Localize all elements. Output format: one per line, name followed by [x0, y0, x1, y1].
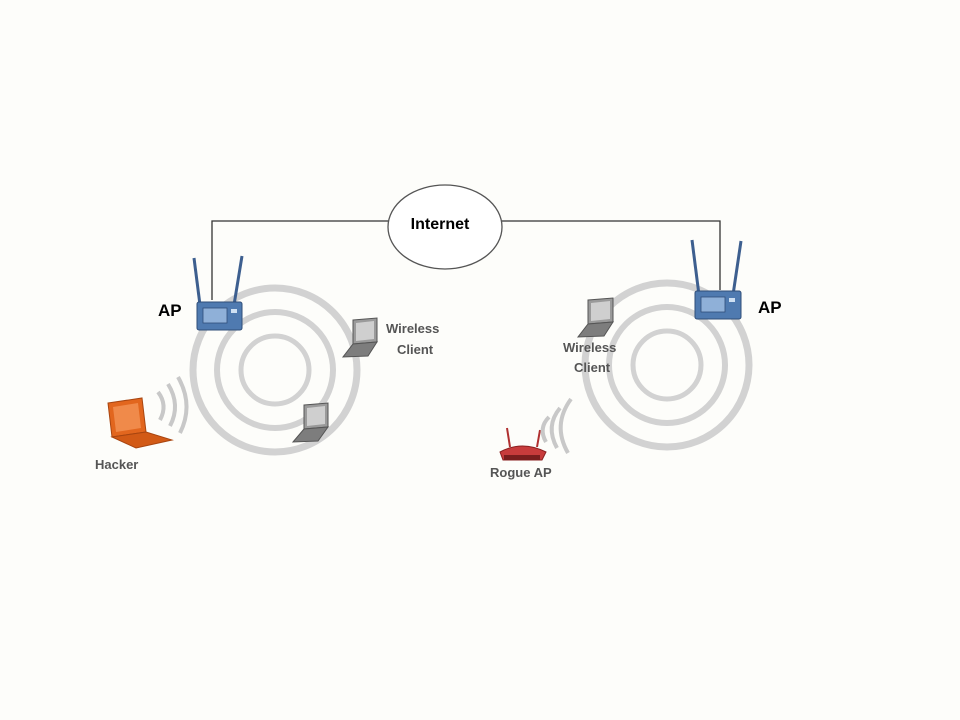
right-access-point: AP	[690, 239, 782, 320]
access-point-icon	[690, 239, 743, 320]
internet-cloud: Internet	[387, 184, 503, 270]
left-ring-inner	[238, 333, 312, 407]
laptop-icon	[341, 317, 378, 358]
hacker-label: Hacker	[95, 457, 138, 472]
right-ring-outer	[581, 279, 753, 451]
rogue-router-icon	[499, 427, 547, 461]
left-uplink-line	[211, 220, 390, 300]
left-coverage-rings	[189, 284, 361, 456]
lower-client-laptop	[291, 402, 330, 443]
right-ring-mid	[606, 304, 728, 426]
right-client-label-line1: Wireless	[563, 340, 616, 355]
signal-waves-icon	[540, 397, 573, 454]
right-ring-inner	[630, 328, 704, 402]
right-client-laptop: Wireless Client	[563, 297, 616, 375]
right-client-label-line2: Client	[574, 360, 611, 375]
right-uplink-line	[500, 220, 721, 290]
left-client-label-line2: Client	[397, 342, 434, 357]
laptop-icon	[576, 297, 614, 338]
left-client-laptop: Wireless Client	[341, 317, 439, 358]
left-ring-outer	[189, 284, 361, 456]
left-client-label-line1: Wireless	[386, 321, 439, 336]
internet-cloud-icon	[387, 184, 503, 270]
rogue-ap: Rogue AP	[490, 397, 573, 480]
right-coverage-rings	[581, 279, 753, 451]
signal-waves-icon	[156, 376, 189, 434]
laptop-icon	[291, 402, 330, 443]
access-point-icon	[192, 255, 244, 331]
left-ap-label: AP	[158, 301, 182, 320]
left-access-point: AP	[158, 255, 244, 331]
right-ap-label: AP	[758, 298, 782, 317]
rogue-ap-label: Rogue AP	[490, 465, 552, 480]
uplink-lines	[211, 220, 721, 300]
hacker: Hacker	[95, 376, 189, 472]
left-ring-mid	[214, 309, 336, 431]
internet-label: Internet	[411, 216, 470, 233]
hacker-laptop-icon	[107, 397, 174, 449]
